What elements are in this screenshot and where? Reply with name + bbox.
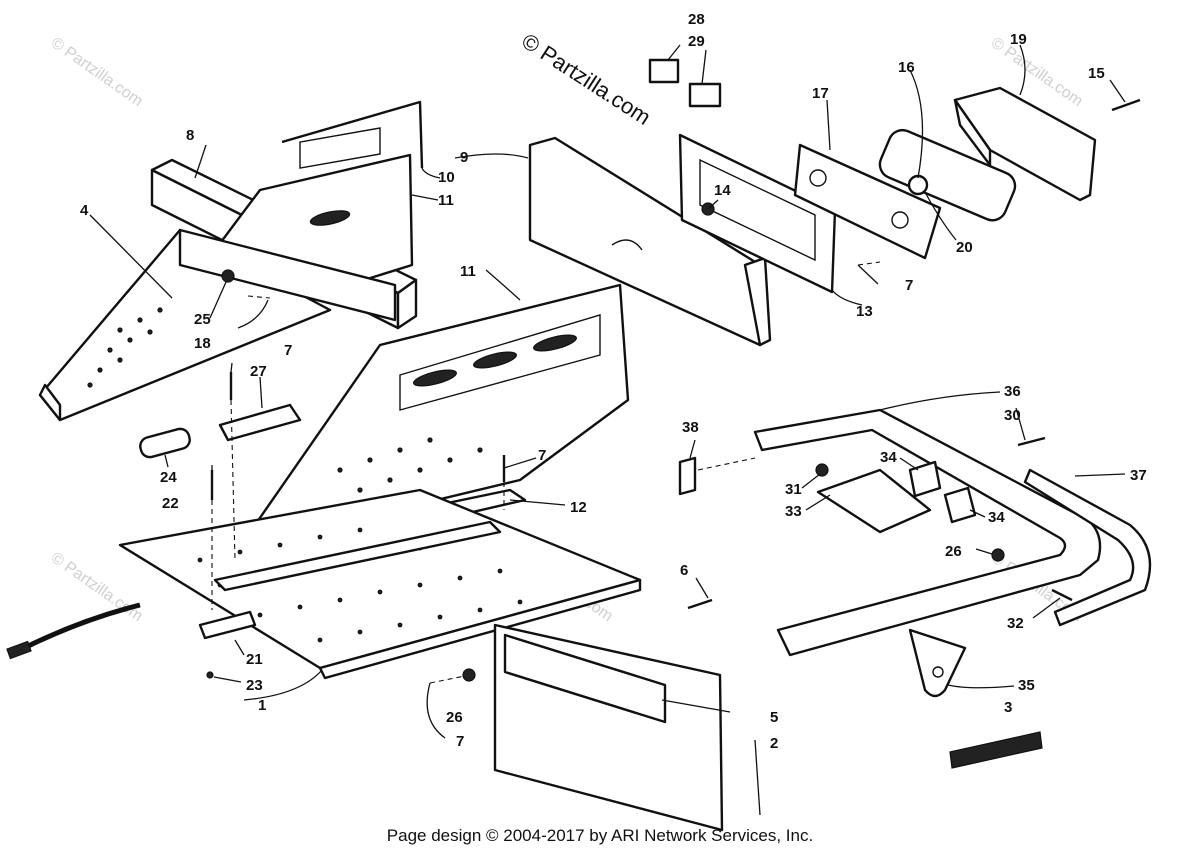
part-32-bolt	[1051, 588, 1073, 602]
callout-22: 22	[162, 495, 179, 512]
page-footer: Page design © 2004-2017 by ARI Network S…	[386, 826, 814, 845]
part-26-nut	[462, 668, 476, 682]
callout-19: 19	[1010, 31, 1027, 48]
cable-plug	[6, 640, 32, 660]
part-28-decal	[648, 58, 680, 84]
callout-16: 16	[898, 59, 915, 76]
callout-7c: 7	[284, 342, 292, 359]
part-27-clip	[218, 403, 302, 442]
callout-27: 27	[250, 363, 267, 380]
callout-13: 13	[856, 303, 873, 320]
part-29-decal	[688, 82, 722, 108]
callout-36: 36	[1004, 383, 1021, 400]
callout-7b: 7	[905, 277, 913, 294]
callout-30: 30	[1004, 407, 1021, 424]
part-33-bracket	[816, 468, 932, 534]
callout-7d: 7	[538, 447, 546, 464]
part-24-hinge-roll	[139, 427, 191, 459]
callout-37: 37	[1130, 467, 1147, 484]
callout-9: 9	[460, 149, 468, 166]
part-34-clip-upper	[908, 460, 942, 498]
part-15-screw	[1111, 98, 1141, 112]
callout-17: 17	[812, 85, 829, 102]
callout-8: 8	[186, 127, 194, 144]
callout-10: 10	[438, 169, 455, 186]
part-38-plug	[678, 456, 697, 496]
part-26-nut	[991, 548, 1005, 562]
part-6-bolt	[687, 598, 713, 610]
part-10-rod	[281, 100, 424, 169]
leader-lines	[89, 44, 1126, 816]
callout-31: 31	[785, 481, 802, 498]
part-9-rear-panel	[528, 136, 772, 347]
callout-34b: 34	[988, 509, 1005, 526]
callout-26b: 26	[945, 543, 962, 560]
callout-4: 4	[80, 202, 89, 219]
part-36-bumper-frame	[753, 408, 1102, 657]
callout-6: 6	[680, 562, 688, 579]
part-34-clip-lower	[943, 486, 977, 524]
part-13-bracket	[678, 133, 837, 294]
part-35-hitch-hole	[932, 666, 944, 678]
callout-38: 38	[682, 419, 699, 436]
part-37-bumper-bar	[1023, 468, 1152, 627]
main-watermark: © Partzilla.com	[517, 28, 655, 130]
callout-20: 20	[956, 239, 973, 256]
callout-26a: 26	[446, 709, 463, 726]
callout-5: 5	[770, 709, 778, 726]
callout-28: 28	[688, 11, 705, 28]
callout-2: 2	[770, 735, 778, 752]
callout-7a: 7	[456, 733, 464, 750]
part-19-lens	[953, 86, 1097, 202]
callout-11a: 11	[438, 192, 454, 209]
part-8-frame-bar-front	[178, 228, 397, 322]
callout-3: 3	[1004, 699, 1012, 716]
callout-21: 21	[246, 651, 263, 668]
cable	[18, 602, 141, 653]
faint-watermark: © Partzilla.com	[48, 549, 146, 625]
callout-12: 12	[570, 499, 587, 516]
part-20-bulb	[907, 174, 929, 196]
callout-1: 1	[258, 697, 266, 714]
callout-35: 35	[1018, 677, 1035, 694]
faint-watermark: © Partzilla.com	[48, 34, 146, 110]
part-21-hinge	[198, 610, 257, 640]
part-31-nut	[815, 463, 829, 477]
callout-18: 18	[194, 335, 211, 352]
callout-29: 29	[688, 33, 705, 50]
callout-32: 32	[1007, 615, 1024, 632]
callout-25: 25	[194, 311, 211, 328]
part-23-rivet	[206, 671, 214, 679]
part-25-nut	[221, 269, 235, 283]
part-35-hitch	[908, 628, 967, 698]
part-16-gasket	[878, 128, 1017, 222]
assembly-lines	[211, 261, 881, 684]
callout-11b: 11	[460, 263, 476, 280]
callout-33: 33	[785, 503, 802, 520]
hardware	[206, 98, 1141, 682]
callout-labels: 1 2 3 4 5 6 7 7 7 7 8 9 10 11 11 12 13 1…	[80, 11, 1147, 752]
callout-34a: 34	[880, 449, 897, 466]
callout-14: 14	[714, 182, 731, 199]
callout-15: 15	[1088, 65, 1105, 82]
part-30-bolt	[1017, 436, 1046, 447]
part-3-reflector	[949, 731, 1043, 769]
part-5-strip	[503, 633, 667, 724]
callout-23: 23	[246, 677, 263, 694]
part-17-lamp-housing	[793, 143, 942, 260]
callout-24: 24	[160, 469, 177, 486]
